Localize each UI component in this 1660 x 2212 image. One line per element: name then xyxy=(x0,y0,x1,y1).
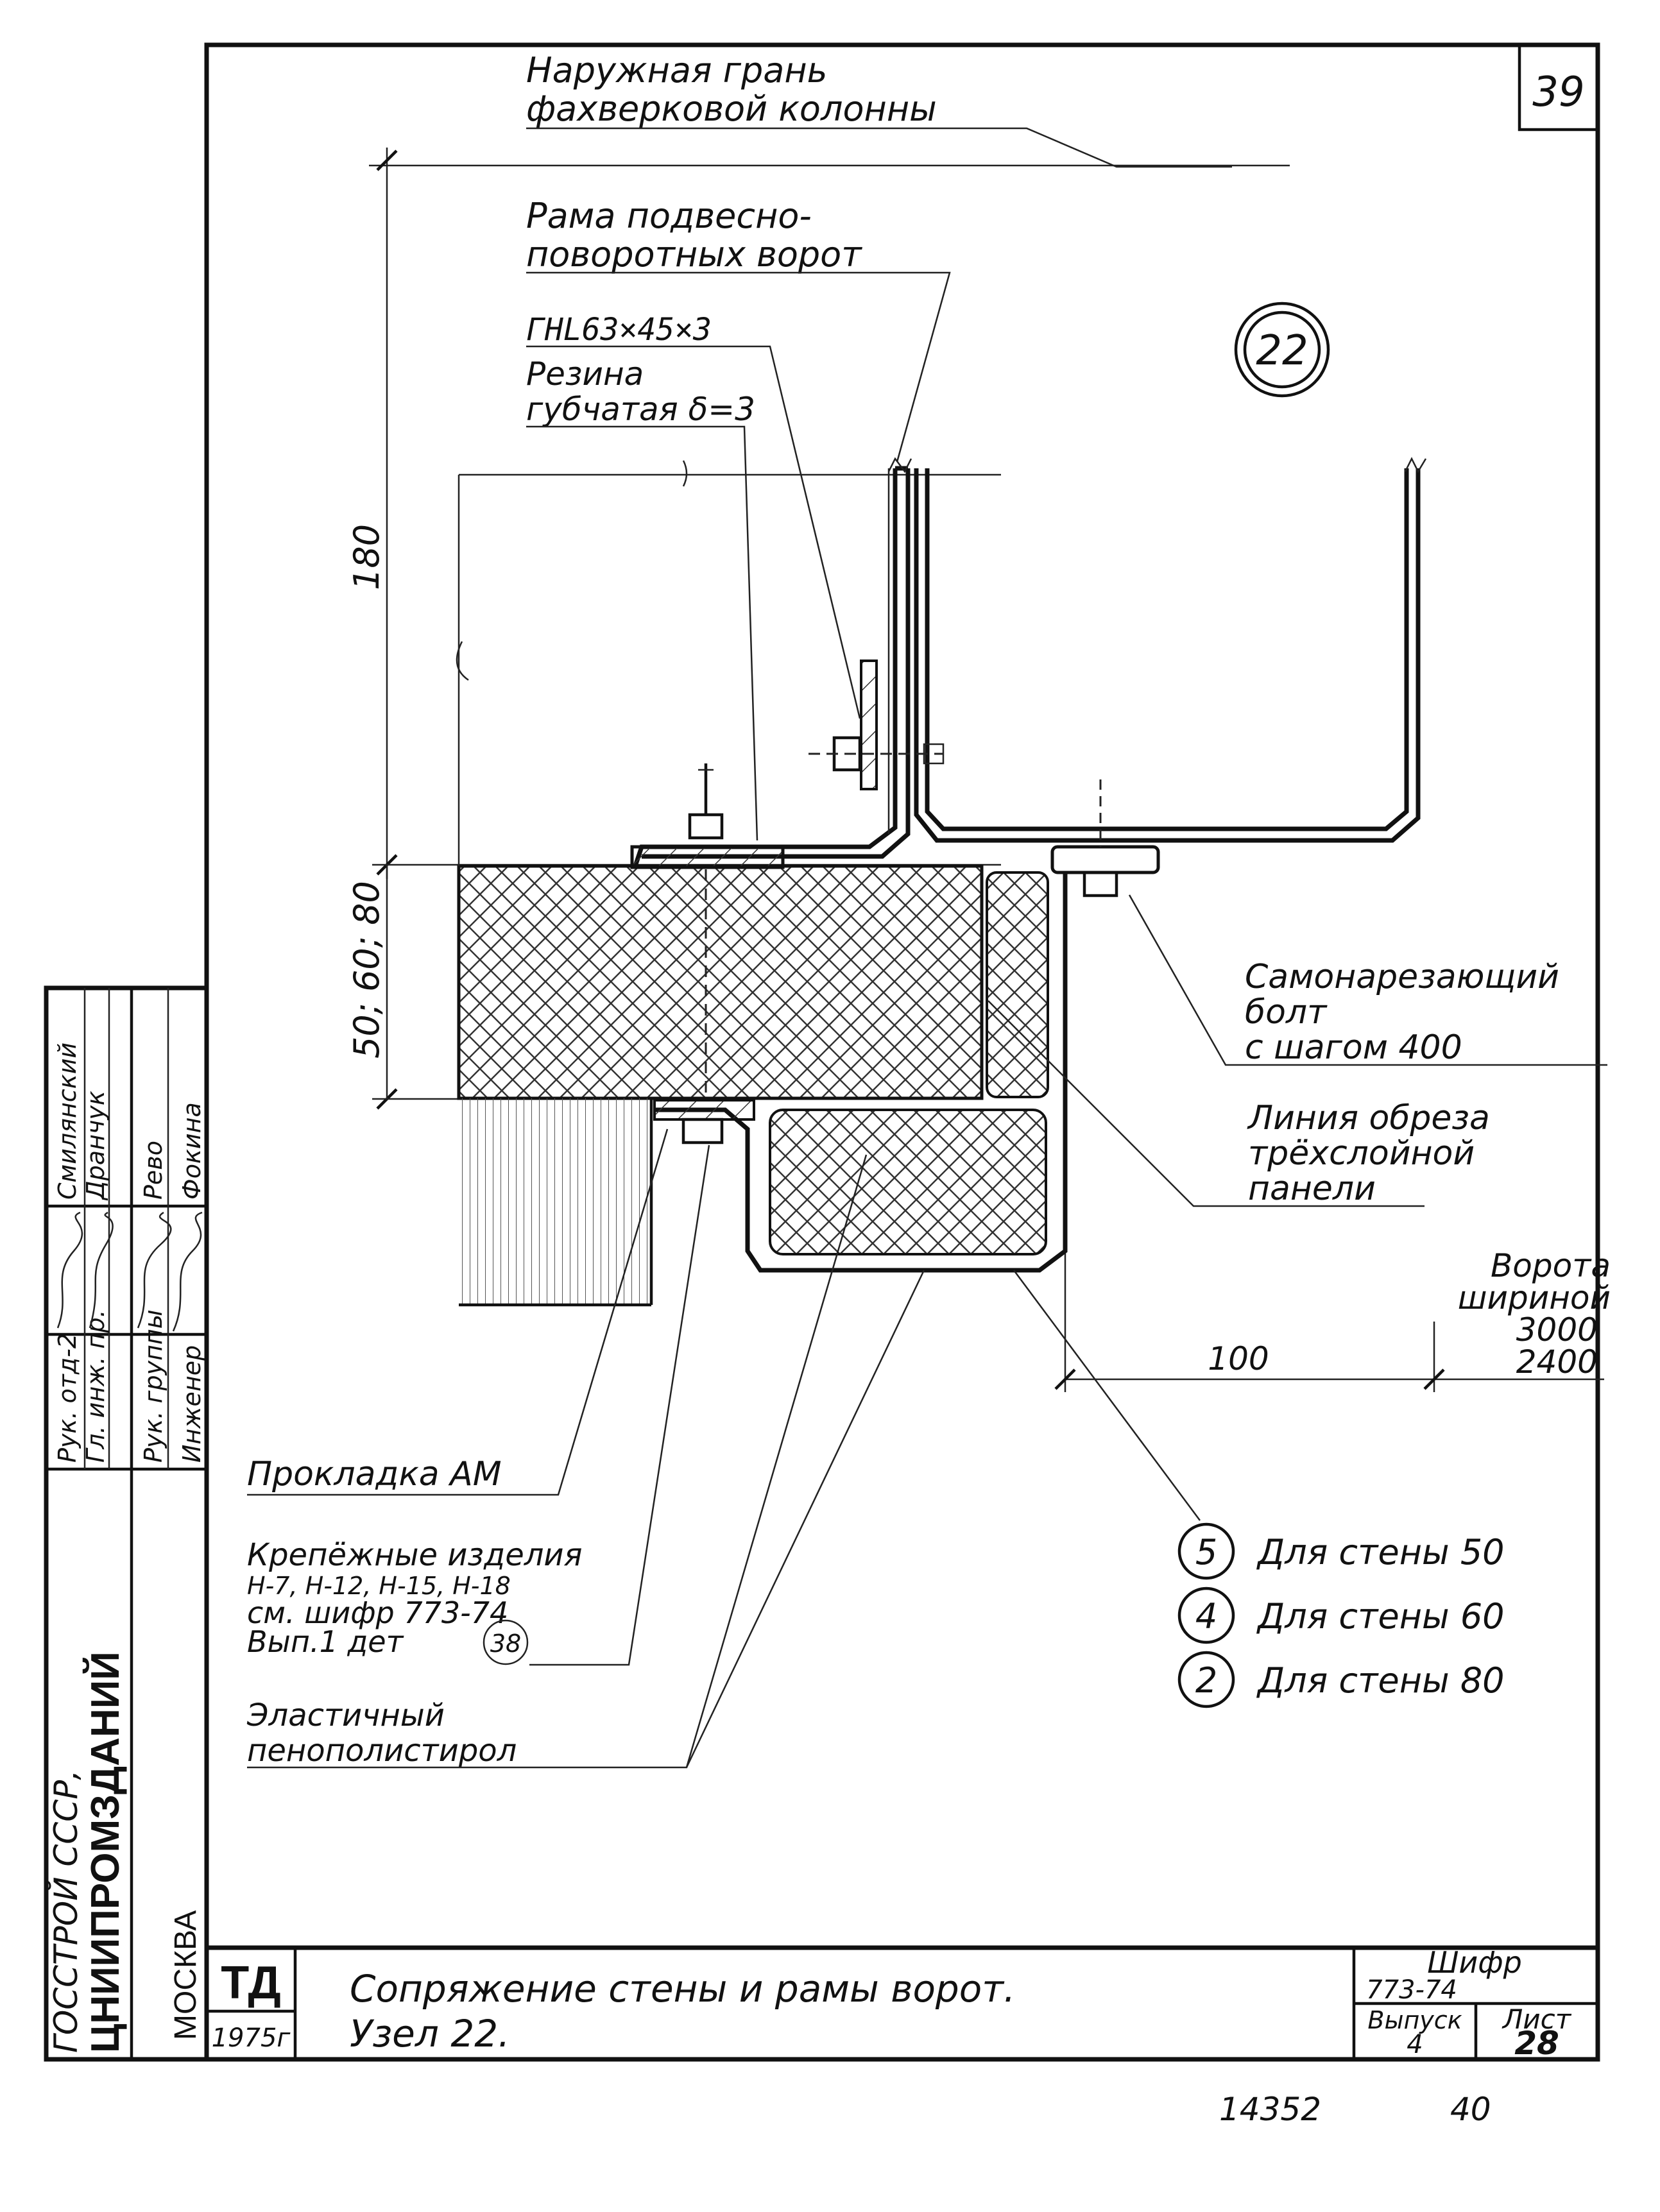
dimensions: 180 50; 60; 80 100 xyxy=(347,148,1604,1392)
label-rubber-2: губчатая δ=3 xyxy=(526,391,755,428)
label-cut-1: Линия обреза xyxy=(1247,1099,1490,1137)
edge-profile xyxy=(653,779,1160,1273)
name-4: Фокина xyxy=(178,1102,206,1200)
legend-num-1: 5 xyxy=(1195,1532,1217,1572)
org-line-1: ГОССТРОЙ СССР, xyxy=(47,1770,85,2053)
leader-legend xyxy=(1013,1270,1201,1521)
code-value: 773-74 xyxy=(1366,1975,1457,2005)
label-gate-3: 3000 xyxy=(1516,1311,1598,1348)
page-number: 40 xyxy=(1450,2091,1491,2128)
top-labels: Наружная грань фахверковой колонны Рама … xyxy=(526,50,1232,841)
side-stamp: ГОССТРОЙ СССР, ЦНИИПРОМЗДАНИЙ МОСКВА Рук… xyxy=(44,985,209,2062)
legend-num-2: 4 xyxy=(1195,1596,1217,1637)
label-foam-1: Эластичный xyxy=(246,1697,445,1733)
lower-labels: Прокладка АМ Крепёжные изделия Н-7, Н-12… xyxy=(246,1128,925,1769)
fasteners-ref: 38 xyxy=(490,1629,521,1658)
legend-num-3: 2 xyxy=(1195,1660,1217,1701)
legend-text-2: Для стены 60 xyxy=(1256,1596,1505,1637)
label-angle: ГНL63×45×3 xyxy=(526,312,712,348)
sheet-label: Лист xyxy=(1502,2004,1572,2035)
label-rubber-1: Резина xyxy=(526,355,644,393)
role-3: Рук. группы xyxy=(139,1309,167,1463)
signatures xyxy=(56,1211,203,1332)
legend-item-3: 2 Для стены 80 xyxy=(1177,1651,1505,1708)
name-2: Дранчук xyxy=(81,1091,110,1201)
dim-width: 100 xyxy=(1208,1340,1269,1377)
wall-panel xyxy=(456,460,1001,1307)
label-gasket: Прокладка АМ xyxy=(247,1455,502,1493)
sheet-number: 39 xyxy=(1532,69,1584,116)
name-1: Смилянский xyxy=(53,1042,81,1200)
label-foam-2: пенополистирол xyxy=(247,1733,517,1769)
label-bolt-2: болт xyxy=(1245,993,1328,1032)
role-1: Рук. отд-2 xyxy=(53,1333,81,1463)
label-frame-2: поворотных ворот xyxy=(526,234,862,275)
dim-wall: 50; 60; 80 xyxy=(347,881,387,1059)
org-line-2: ЦНИИПРОМЗДАНИЙ xyxy=(83,1651,128,2053)
td-mark: ТД xyxy=(221,1957,280,2009)
label-gate-1: Ворота xyxy=(1491,1247,1611,1284)
dim-height: 180 xyxy=(347,524,387,590)
label-fasteners-4: Вып.1 дет xyxy=(247,1624,404,1659)
code-label: Шифр xyxy=(1427,1945,1522,1980)
label-cut-3: панели xyxy=(1248,1170,1376,1208)
legend-text-1: Для стены 50 xyxy=(1256,1532,1505,1572)
drawing-title: Сопряжение стены и рамы ворот. xyxy=(350,1967,1015,2011)
sheet-value: 28 xyxy=(1514,2025,1559,2062)
label-outer-face-2: фахверковой колонны xyxy=(526,89,937,129)
gate-frame xyxy=(630,457,1427,1098)
label-fasteners-2: Н-7, Н-12, Н-15, Н-18 xyxy=(247,1572,511,1600)
legend-item-1: 5 Для стены 50 xyxy=(1177,1522,1505,1580)
legend-text-3: Для стены 80 xyxy=(1256,1660,1505,1701)
footer: 14352 40 xyxy=(1219,2091,1491,2128)
label-cut-2: трёхслойной xyxy=(1248,1134,1475,1173)
label-fasteners-3: см. шифр 773-74 xyxy=(247,1595,508,1630)
issue-label: Выпуск xyxy=(1367,2006,1462,2034)
sheet-number-box xyxy=(1518,43,1600,132)
label-gate-2: шириной xyxy=(1458,1279,1611,1316)
issue-value: 4 xyxy=(1407,2030,1423,2059)
label-bolt-3: с шагом 400 xyxy=(1245,1028,1462,1067)
archive-number: 14352 xyxy=(1219,2091,1321,2128)
label-outer-face-1: Наружная грань xyxy=(526,50,828,90)
title-block: ТД 1975г Сопряжение стены и рамы ворот. … xyxy=(207,1945,1598,2062)
label-bolt-1: Самонарезающий xyxy=(1245,958,1559,996)
org-line-3: МОСКВА xyxy=(169,1910,203,2040)
role-4: Инженер xyxy=(178,1345,206,1463)
role-2: Гл. инж. пр. xyxy=(81,1309,110,1463)
legend: 5 Для стены 50 4 Для стены 60 2 Для стен… xyxy=(1177,1522,1505,1708)
label-gate-4: 2400 xyxy=(1516,1343,1598,1381)
node-marker: 22 xyxy=(1234,302,1330,398)
legend-item-2: 4 Для стены 60 xyxy=(1177,1587,1505,1644)
name-3: Рево xyxy=(139,1141,167,1200)
stamp-year: 1975г xyxy=(212,2023,291,2053)
right-labels: Самонарезающий болт с шагом 400 Линия об… xyxy=(988,894,1611,1381)
drawing-subtitle: Узел 22. xyxy=(350,2012,510,2055)
node-number: 22 xyxy=(1256,327,1308,375)
label-frame-1: Рама подвесно- xyxy=(526,196,812,236)
label-fasteners-1: Крепёжные изделия xyxy=(247,1537,583,1573)
